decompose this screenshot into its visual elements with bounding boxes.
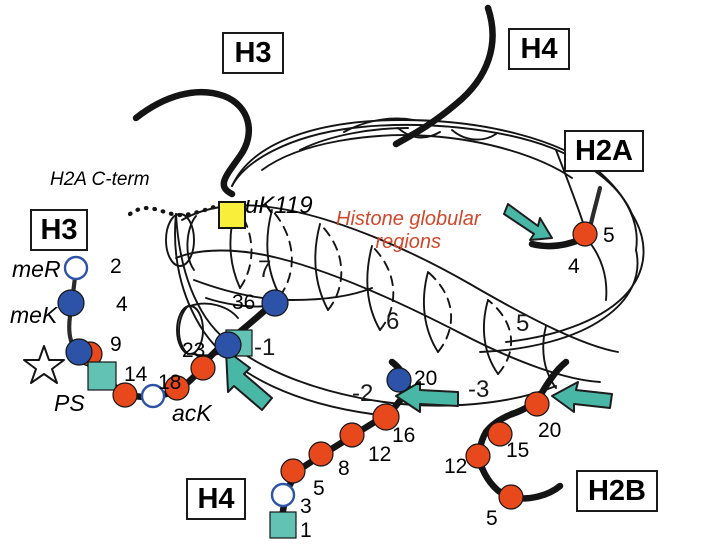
h3-residue-18 — [164, 375, 190, 401]
number-h4-3: 3 — [300, 495, 312, 518]
number-h3-2: 2 — [110, 255, 122, 278]
gyre-number-minus1: -1 — [254, 334, 276, 361]
h2b-residue-5 — [498, 484, 524, 510]
label-h3-top: H3 — [222, 32, 284, 74]
number-h2b-15: 15 — [506, 439, 530, 462]
arrow-h3-tail — [225, 349, 273, 411]
gyre-number-minus2: -2 — [352, 380, 374, 407]
h3-residue-23 — [190, 355, 216, 381]
annotation-histone-globular-regions: Histone globular regions — [336, 208, 481, 254]
label-h2b: H2B — [576, 470, 658, 512]
number-h3-36: 36 — [232, 291, 256, 314]
h4-tail-top-path — [392, 4, 496, 148]
h3-residue-9 — [65, 338, 103, 367]
annotation-mer: meR — [12, 256, 61, 282]
number-h2b-5: 5 — [486, 507, 498, 530]
h3-residue-27 — [214, 331, 242, 359]
annotation-ack: acK — [172, 400, 212, 426]
number-h3-23: 23 — [182, 339, 206, 362]
number-h3-14: 14 — [124, 363, 148, 386]
label-h2a: H2A — [564, 130, 644, 172]
h4-residue-12 — [339, 422, 365, 448]
number-h2a-4: 4 — [568, 255, 580, 278]
h4-residue-5 — [280, 458, 306, 484]
h4-residue-3 — [270, 482, 296, 508]
number-h4-1: 1 — [300, 519, 312, 542]
gyre-number-6: 6 — [386, 308, 400, 335]
label-h4-bottom: H4 — [186, 478, 246, 520]
h3-residue-36 — [261, 289, 289, 317]
number-h3-9: 9 — [110, 333, 122, 356]
h4-residue-16 — [372, 403, 400, 431]
label-h3-left: H3 — [30, 209, 88, 251]
h2a-cterm-dotted-path — [127, 203, 223, 218]
number-h4-20: 20 — [414, 367, 438, 390]
h4-residue-20 — [386, 367, 412, 393]
number-h4-12: 12 — [368, 443, 392, 466]
arrow-h2a-tail — [503, 203, 553, 241]
number-h2a-5: 5 — [603, 224, 615, 247]
uk119-ubiquitin-square — [218, 201, 246, 229]
annotation-mek: meK — [10, 302, 58, 328]
gyre-number-7: 7 — [258, 256, 272, 283]
h3-residue-4 — [57, 289, 85, 317]
annotation-ps: PS — [54, 390, 85, 416]
h3-residue-14 — [112, 382, 138, 408]
nucleosome-disc — [165, 117, 645, 415]
h3-residue-17 — [140, 383, 166, 409]
number-h2b-20: 20 — [538, 419, 562, 442]
globular-line-2: regions — [375, 231, 442, 253]
label-h4-top: H4 — [508, 28, 570, 70]
number-h3-4: 4 — [116, 293, 128, 316]
globular-line-1: Histone globular — [336, 208, 481, 230]
number-h4-16: 16 — [392, 424, 416, 447]
h3-residue-2 — [63, 255, 89, 281]
star-icon — [23, 345, 65, 384]
annotation-h2a-cterm: H2A C-term — [50, 169, 150, 190]
arrow-h4-tail — [395, 381, 459, 413]
h2b-residue-12 — [465, 443, 491, 469]
h3-tail-path — [132, 88, 253, 198]
number-h4-8: 8 — [338, 457, 350, 480]
number-h2b-12: 12 — [444, 455, 468, 478]
arrow-h2b-tail — [551, 381, 613, 413]
h2a-residue-5 — [572, 221, 598, 247]
h4-residue-1-phospho — [269, 511, 297, 539]
gyre-number-minus3: -3 — [468, 376, 490, 403]
h3-residue-10-phospho — [87, 361, 117, 391]
gyre-number-5: 5 — [516, 310, 530, 337]
h2b-residue-20 — [524, 391, 550, 417]
h2b-residue-15 — [487, 421, 513, 447]
number-h3-18: 18 — [158, 371, 182, 394]
h4-residue-8 — [308, 441, 334, 467]
annotation-uk119: uK119 — [245, 192, 313, 219]
number-h4-5: 5 — [313, 477, 325, 500]
